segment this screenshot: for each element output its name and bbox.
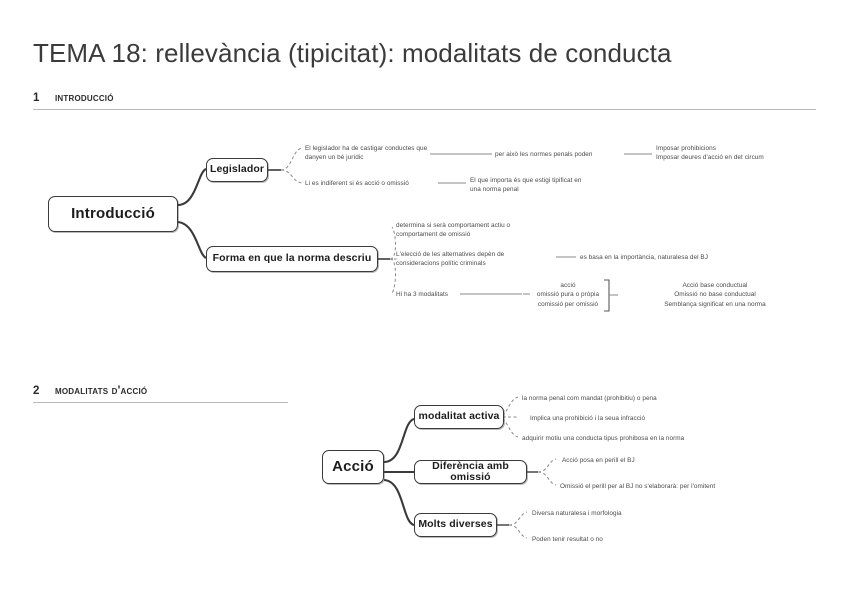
leaf-diferencia-accio-perill: Acció posa en perill el BJ	[562, 457, 635, 464]
leaf-activa-prohibicio: Implica una prohibició i la seua infracc…	[530, 415, 646, 422]
node-molts-diverses[interactable]: Molts diverses	[414, 513, 497, 537]
node-introduccio[interactable]: Introducció	[48, 196, 178, 232]
leaf-diferencia-omissio-perill: Omissió el perill per al BJ no s'elabora…	[560, 483, 716, 490]
section-number: 1	[33, 92, 40, 104]
node-accio[interactable]: Acció	[322, 450, 384, 484]
leaf-forma-modalitats: Hi ha 3 modalitats	[396, 291, 449, 298]
leaf-forma-importancia-bj: es basa en la importància, naturalesa de…	[580, 254, 708, 261]
section-heading-1: 1 Introducció	[33, 88, 816, 110]
section-title: Modalitats d'acció	[55, 385, 148, 397]
mindmap-introduccio: Introducció Legislador Forma en que la n…	[48, 145, 766, 312]
leaf-diverses-resultat: Poden tenir resultat o no	[532, 536, 603, 543]
node-forma-norma-descriu[interactable]: Forma en que la norma descriu	[206, 246, 378, 272]
leaf-forma-modalitats-items: acció omissió pura o pròpia comissió per…	[536, 282, 600, 308]
leaf-forma-determina: determina si serà comportament actiu o c…	[396, 222, 511, 239]
leaf-activa-norma-penal: la norma penal com mandat (prohibitiu) o…	[522, 395, 657, 402]
section-title: Introducció	[55, 92, 114, 104]
leaf-legislador-tipificat: El que importa és que estigi tipificat e…	[470, 177, 582, 194]
section-heading-2: 2 Modalitats d'acció	[33, 381, 288, 403]
leaf-legislador-imposar: Imposar prohibicions Imposar deures d'ac…	[656, 145, 764, 162]
mindmap-1-connectors	[177, 147, 652, 312]
leaf-diverses-naturalesa: Diversa naturalesa i morfologia	[532, 510, 622, 517]
node-legislador[interactable]: Legislador	[206, 158, 268, 182]
leaf-legislador-normes-penals: per això les normes penals poden	[495, 151, 593, 158]
leaf-forma-modalitats-notes: Acció base conductual Omissió no base co…	[664, 282, 766, 308]
leaf-legislador-indiferent: Li es indiferent si és acció o omissió	[305, 180, 409, 187]
section-number: 2	[33, 385, 40, 397]
leaf-activa-conducta-prohibida: adquirir motiu una conducta tipus prohib…	[522, 435, 685, 442]
node-modalitat-activa[interactable]: modalitat activa	[414, 405, 504, 429]
leaf-legislador-castigar: El legislador ha de castigar conductes q…	[305, 145, 428, 162]
mindmap-accio: Acció modalitat activa Diferència amb om…	[0, 380, 848, 580]
node-diferencia-amb-omissio[interactable]: Diferència amb omissió	[414, 460, 527, 484]
leaf-forma-eleccio: L'elecció de les alternatives depèn de c…	[396, 251, 505, 268]
page-title: TEMA 18: rellevància (tipicitat): modali…	[33, 38, 672, 68]
